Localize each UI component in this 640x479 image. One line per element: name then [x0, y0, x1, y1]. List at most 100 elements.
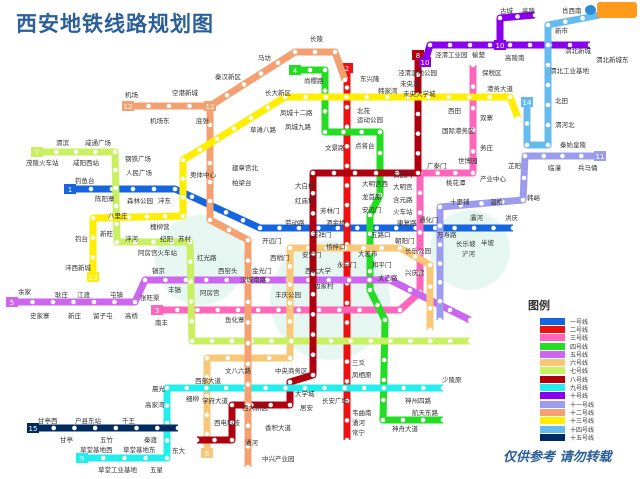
- station-dot[interactable]: [344, 398, 350, 404]
- station-dot[interactable]: [204, 412, 210, 418]
- station-label[interactable]: 产业中心: [480, 175, 506, 183]
- station-dot[interactable]: [207, 122, 213, 128]
- station-label[interactable]: 沣东: [158, 197, 171, 205]
- station-label[interactable]: 细柳: [186, 395, 199, 403]
- station-label[interactable]: 新市: [555, 27, 568, 35]
- station-dot[interactable]: [310, 312, 316, 317]
- station-label[interactable]: 森林公园: [127, 197, 153, 205]
- station-label[interactable]: 凤栖原: [352, 371, 372, 379]
- station-dot[interactable]: [72, 425, 77, 431]
- station-label[interactable]: 秦始皇陵: [560, 141, 586, 149]
- station-dot[interactable]: [245, 340, 251, 346]
- station-dot[interactable]: [223, 385, 229, 391]
- station-dot[interactable]: [527, 42, 533, 48]
- station-label[interactable]: 长陵: [310, 35, 323, 43]
- station-dot[interactable]: [306, 277, 311, 283]
- station-dot[interactable]: [312, 49, 318, 55]
- station-label[interactable]: 西窑头: [218, 267, 238, 275]
- station-dot[interactable]: [341, 129, 346, 135]
- station-dot[interactable]: [183, 277, 189, 283]
- station-label[interactable]: 奥体中心: [190, 171, 216, 179]
- station-label[interactable]: 高陵: [522, 7, 535, 15]
- station-label[interactable]: 甘亭: [60, 436, 73, 444]
- station-dot[interactable]: [180, 213, 186, 219]
- station-label[interactable]: 港务大道: [487, 85, 513, 93]
- station-label[interactable]: 红光路: [197, 254, 217, 262]
- station-dot[interactable]: [187, 239, 193, 245]
- station-label[interactable]: 开远门: [262, 237, 282, 245]
- station-dot[interactable]: [189, 338, 195, 344]
- station-dot[interactable]: [229, 420, 235, 425]
- station-dot[interactable]: [302, 385, 308, 391]
- station-dot[interactable]: [417, 250, 423, 255]
- station-label[interactable]: 高桥: [125, 312, 138, 320]
- station-label[interactable]: 榆楚: [472, 51, 485, 59]
- station-dot[interactable]: [175, 425, 181, 431]
- station-dot[interactable]: [344, 163, 350, 169]
- station-dot[interactable]: [324, 245, 329, 251]
- station-label[interactable]: 空港新城: [172, 89, 198, 97]
- station-dot[interactable]: [545, 42, 551, 48]
- station-label[interactable]: 甘亭西: [38, 417, 58, 425]
- station-dot[interactable]: [491, 225, 496, 231]
- station-label[interactable]: 秦渡: [144, 436, 157, 444]
- station-dot[interactable]: [427, 284, 433, 289]
- station-dot[interactable]: [184, 385, 190, 391]
- station-dot[interactable]: [393, 225, 399, 231]
- station-dot[interactable]: [466, 94, 472, 100]
- station-label[interactable]: 北苑: [357, 107, 370, 115]
- station-dot[interactable]: [195, 307, 200, 313]
- station-label[interactable]: 少陵原: [442, 376, 462, 384]
- station-dot[interactable]: [245, 402, 251, 408]
- station-dot[interactable]: [310, 332, 316, 337]
- station-label[interactable]: 西大新区: [242, 404, 268, 412]
- station-dot[interactable]: [144, 214, 150, 220]
- station-dot[interactable]: [326, 277, 332, 283]
- station-dot[interactable]: [164, 420, 170, 426]
- station-dot[interactable]: [470, 149, 476, 154]
- station-dot[interactable]: [467, 42, 473, 48]
- station-dot[interactable]: [344, 378, 350, 384]
- station-dot[interactable]: [146, 103, 151, 109]
- station-dot[interactable]: [522, 153, 528, 159]
- station-dot[interactable]: [164, 455, 170, 461]
- station-label[interactable]: 兴庆宫: [405, 269, 425, 277]
- station-dot[interactable]: [435, 170, 440, 176]
- station-dot[interactable]: [344, 261, 350, 267]
- station-label[interactable]: 大明宫西: [362, 180, 388, 188]
- station-dot[interactable]: [265, 105, 271, 110]
- station-label[interactable]: 高陵南: [505, 54, 525, 62]
- station-dot[interactable]: [336, 307, 342, 313]
- station-dot[interactable]: [397, 307, 403, 313]
- station-dot[interactable]: [545, 142, 551, 148]
- station-dot[interactable]: [71, 299, 76, 305]
- station-label[interactable]: 秦汉新区: [215, 73, 241, 81]
- station-dot[interactable]: [394, 170, 400, 176]
- station-dot[interactable]: [342, 245, 348, 251]
- station-dot[interactable]: [287, 245, 293, 251]
- station-dot[interactable]: [134, 425, 139, 431]
- station-dot[interactable]: [470, 127, 476, 133]
- station-dot[interactable]: [440, 385, 446, 391]
- station-dot[interactable]: [361, 245, 366, 251]
- station-dot[interactable]: [374, 225, 380, 231]
- station-dot[interactable]: [541, 153, 547, 159]
- station-dot[interactable]: [204, 355, 210, 361]
- station-label[interactable]: 十里铺: [450, 198, 470, 206]
- station-dot[interactable]: [437, 204, 443, 210]
- station-dot[interactable]: [407, 287, 413, 293]
- station-dot[interactable]: [447, 42, 453, 48]
- station-label[interactable]: 中兴产业园: [262, 455, 295, 463]
- station-dot[interactable]: [348, 338, 354, 344]
- station-dot[interactable]: [245, 299, 251, 305]
- station-dot[interactable]: [545, 122, 551, 128]
- station-label[interactable]: 朝阳门: [395, 237, 415, 245]
- station-label[interactable]: 学府大道: [202, 397, 228, 405]
- station-dot[interactable]: [515, 14, 520, 19]
- station-dot[interactable]: [400, 417, 406, 423]
- station-dot[interactable]: [248, 115, 254, 121]
- station-label[interactable]: 文八六路: [225, 367, 251, 375]
- station-dot[interactable]: [142, 277, 148, 283]
- station-dot[interactable]: [467, 338, 473, 344]
- station-dot[interactable]: [235, 307, 241, 313]
